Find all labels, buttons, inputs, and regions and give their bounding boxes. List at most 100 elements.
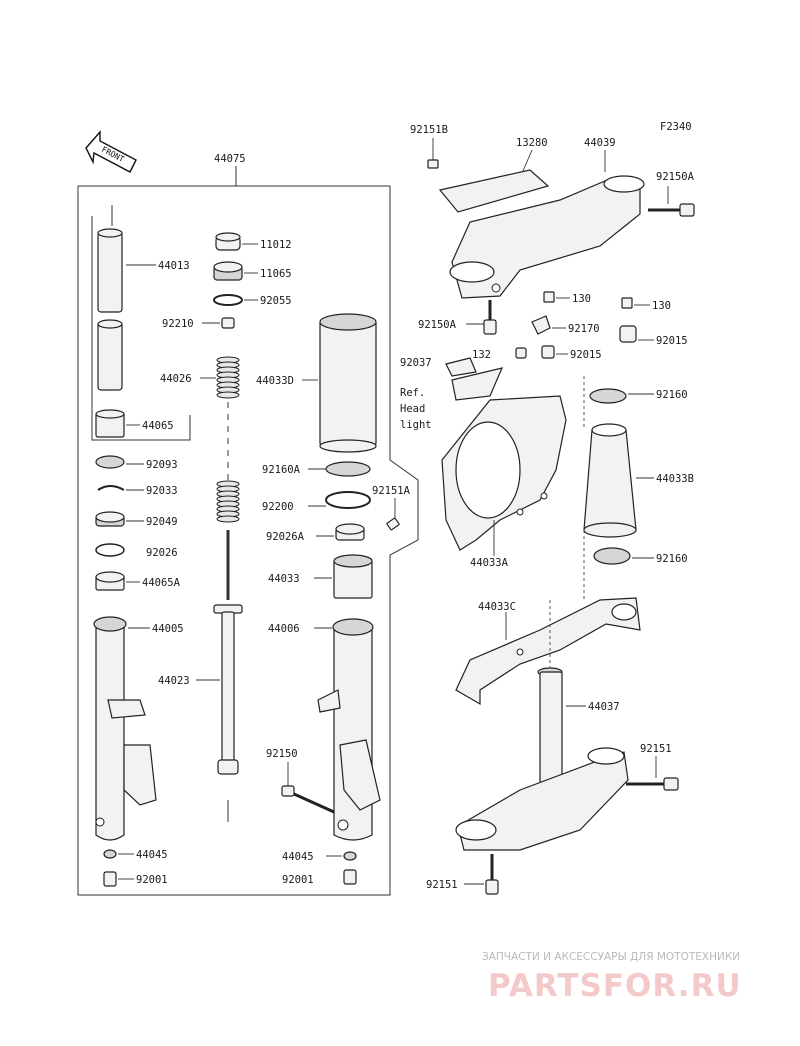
seal-11065 <box>213 261 243 281</box>
callout-92160A: 92160A <box>262 464 301 476</box>
bolt-92150A-low <box>483 300 497 335</box>
outer-tube-44006 <box>317 618 381 841</box>
o-ring-92055 <box>213 294 243 306</box>
callout-44033D: 44033D <box>256 375 294 387</box>
ring-92093 <box>95 455 125 469</box>
callout-44075: 44075 <box>214 153 246 165</box>
assembly-box-44075 <box>77 185 419 896</box>
callout-44033B: 44033B <box>656 473 694 485</box>
figure-code: F2340 <box>660 121 692 133</box>
callout-92150A-low: 92150A <box>418 319 457 331</box>
boot-44033D <box>319 313 377 453</box>
clip-92037 <box>445 357 477 377</box>
callout-92093: 92093 <box>146 459 178 471</box>
collar-92015-a <box>541 345 555 359</box>
bolt-130-a <box>543 291 555 303</box>
callout-92151B: 92151B <box>410 124 448 136</box>
upper-bracket-44039 <box>449 175 645 299</box>
nut-92210 <box>221 317 235 329</box>
cover-44033C <box>455 597 641 706</box>
callout-44037: 44037 <box>588 701 620 713</box>
outer-tube-44005 <box>93 616 157 841</box>
callout-44065A: 44065A <box>142 577 181 589</box>
callout-44023: 44023 <box>158 675 190 687</box>
cover-44033B <box>583 423 637 538</box>
callout-44045-left: 44045 <box>136 849 168 861</box>
bolt-92151B <box>427 159 439 169</box>
callout-92150A-top: 92150A <box>656 171 695 183</box>
callout-44039: 44039 <box>584 137 616 149</box>
callout-11065: 11065 <box>260 268 292 280</box>
spring-coil <box>216 515 240 523</box>
callout-92151-low: 92151 <box>426 879 458 891</box>
washer-44045-right <box>343 851 357 861</box>
bolt-92001-right <box>343 869 357 885</box>
bolt-92151-low <box>485 854 499 895</box>
bracket-132 <box>451 367 504 401</box>
washer-44045-left <box>103 849 117 859</box>
bolt-92150A-top <box>648 203 695 217</box>
callout-44033: 44033 <box>268 573 300 585</box>
clip-92170 <box>531 315 551 335</box>
oil-seal-92049 <box>95 511 125 527</box>
callout-92026: 92026 <box>146 547 178 559</box>
watermark-tagline: ЗАПЧАСТИ И АКСЕССУАРЫ ДЛЯ МОТОТЕХНИКИ <box>482 951 740 963</box>
callout-92170: 92170 <box>568 323 600 335</box>
bolt-92151A <box>386 517 400 531</box>
callout-92151A: 92151A <box>372 485 411 497</box>
callout-92015-a: 92015 <box>570 349 602 361</box>
callout-92001-left: 92001 <box>136 874 168 886</box>
callout-92160-low: 92160 <box>656 553 688 565</box>
callout-44033C: 44033C <box>478 601 516 613</box>
callout-130-a: 130 <box>572 293 591 305</box>
callout-44065: 44065 <box>142 420 174 432</box>
sub-box-44013 <box>91 216 191 441</box>
ref-note-line-3: light <box>400 419 432 431</box>
callout-13280: 13280 <box>516 137 548 149</box>
callout-130-b: 130 <box>652 300 671 312</box>
ref-note-line-2: Head <box>400 403 425 415</box>
steering-stem-44037 <box>455 667 629 851</box>
damper-rod-44023 <box>213 530 243 822</box>
callout-44026: 44026 <box>160 373 192 385</box>
callout-92015-b: 92015 <box>656 335 688 347</box>
callout-92049: 92049 <box>146 516 178 528</box>
plate-13280 <box>438 169 550 213</box>
inner-tube-44013 <box>97 205 123 391</box>
callout-44005: 44005 <box>152 623 184 635</box>
callout-92160-top: 92160 <box>656 389 688 401</box>
callout-92151-right: 92151 <box>640 743 672 755</box>
callout-92055: 92055 <box>260 295 292 307</box>
spring-44026 <box>216 356 240 523</box>
headlight-ref-note: Ref. Head light <box>400 387 432 431</box>
bolt-92151-right <box>626 777 679 791</box>
clamp-92026A <box>335 523 365 541</box>
grommet-left <box>515 347 527 359</box>
bolt-92001-left <box>103 871 117 887</box>
clip-92033 <box>97 485 125 491</box>
washer-92160A <box>325 461 371 477</box>
callout-44033A: 44033A <box>470 557 509 569</box>
callout-132: 132 <box>472 349 491 361</box>
washer-92026 <box>95 543 125 557</box>
washer-92160-top <box>589 388 627 404</box>
bushing-44065 <box>95 409 125 438</box>
callout-92037: 92037 <box>400 357 432 369</box>
callout-44013: 44013 <box>158 260 190 272</box>
spring-coil <box>216 391 240 399</box>
ref-note-line-1: Ref. <box>400 387 425 399</box>
callout-44045-right: 44045 <box>282 851 314 863</box>
headlight-bracket-44033A <box>441 395 567 551</box>
front-direction-arrow: FRONT <box>85 130 137 173</box>
callout-92001-right: 92001 <box>282 874 314 886</box>
washer-92200 <box>325 491 371 509</box>
callout-44006: 44006 <box>268 623 300 635</box>
cap-11012 <box>215 232 241 251</box>
axle-bolt-92150 <box>281 785 335 814</box>
callout-92026A: 92026A <box>266 531 305 543</box>
callout-11012: 11012 <box>260 239 292 251</box>
callout-92150: 92150 <box>266 748 298 760</box>
collar-92015-b <box>619 325 637 343</box>
